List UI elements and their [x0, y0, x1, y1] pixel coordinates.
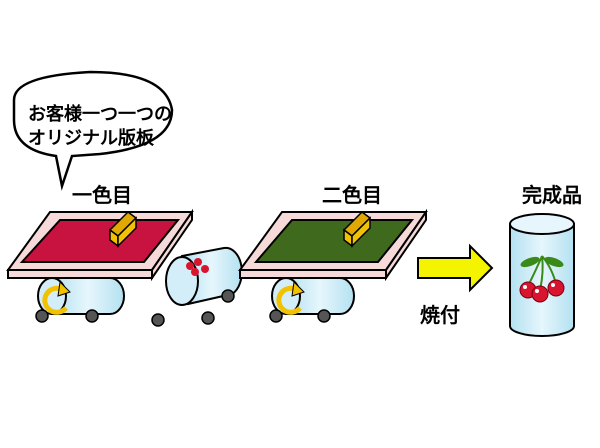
- step-finished-label: 完成品: [522, 183, 582, 207]
- bubble-line-2: オリジナル版板: [28, 127, 155, 149]
- screen-mesh-red: [19, 219, 181, 263]
- step-second-color-label: 二色目: [322, 183, 382, 207]
- squeegee-second: [342, 211, 372, 248]
- rotation-arrow-icon: [276, 285, 302, 315]
- printing-roller-first: [35, 277, 125, 323]
- cherry-icon: [519, 255, 565, 303]
- screen-frame-second: [238, 208, 428, 282]
- bubble-line-1: お客様一つ一つの: [28, 103, 172, 125]
- screen-frame-first: [6, 208, 194, 282]
- squeegee-first: [108, 211, 138, 248]
- rotation-arrow-icon: [42, 285, 68, 315]
- step-first-color-label: 一色目: [72, 183, 132, 207]
- speech-bubble: お客様一つ一つの オリジナル版板: [12, 70, 174, 191]
- finished-glass: [509, 213, 575, 337]
- right-arrow-icon: [417, 243, 494, 293]
- printing-roller-second: [269, 277, 355, 323]
- step-firing-label: 焼付: [420, 303, 460, 327]
- screen-mesh-green: [253, 219, 415, 263]
